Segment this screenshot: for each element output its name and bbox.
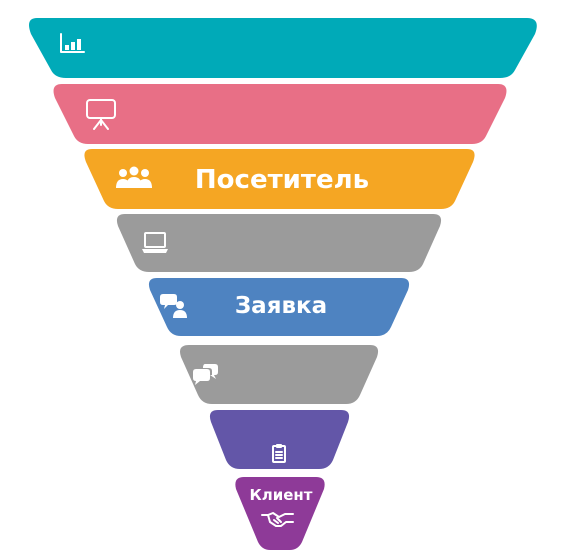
speech-bubbles-icon: [193, 364, 218, 385]
funnel-stage-3: Посетитель: [84, 149, 475, 209]
funnel-stage-5-band: [148, 278, 410, 336]
funnel-stage-5-label: Заявка: [235, 293, 327, 319]
clipboard-icon: [272, 444, 286, 463]
funnel-stage-7: [209, 410, 350, 469]
handshake-icon: [261, 512, 294, 527]
funnel-stage-4: [116, 214, 442, 272]
funnel-stage-8-band: [235, 477, 325, 550]
funnel-stage-8-label: Клиент: [250, 486, 313, 504]
funnel-stage-1: [29, 18, 537, 78]
group-users-icon: [116, 166, 152, 188]
funnel-stage-4-band: [116, 214, 442, 272]
funnel-stage-8: Клиент: [235, 477, 325, 550]
funnel-stage-2: [53, 84, 507, 144]
laptop-icon: [142, 232, 168, 253]
bar-chart-icon: [60, 33, 85, 53]
chat-user-icon: [160, 294, 187, 318]
funnel-stage-3-band: [84, 149, 475, 209]
funnel-stage-6-band: [180, 345, 379, 404]
presentation-board-icon: [86, 99, 116, 130]
funnel-stage-6: [180, 345, 379, 404]
funnel-stage-5: Заявка: [148, 278, 410, 336]
funnel-stage-3-label: Посетитель: [195, 165, 369, 195]
funnel-stage-1-band: [29, 18, 537, 78]
funnel-stage-7-band: [209, 410, 350, 469]
funnel-stage-2-band: [53, 84, 507, 144]
